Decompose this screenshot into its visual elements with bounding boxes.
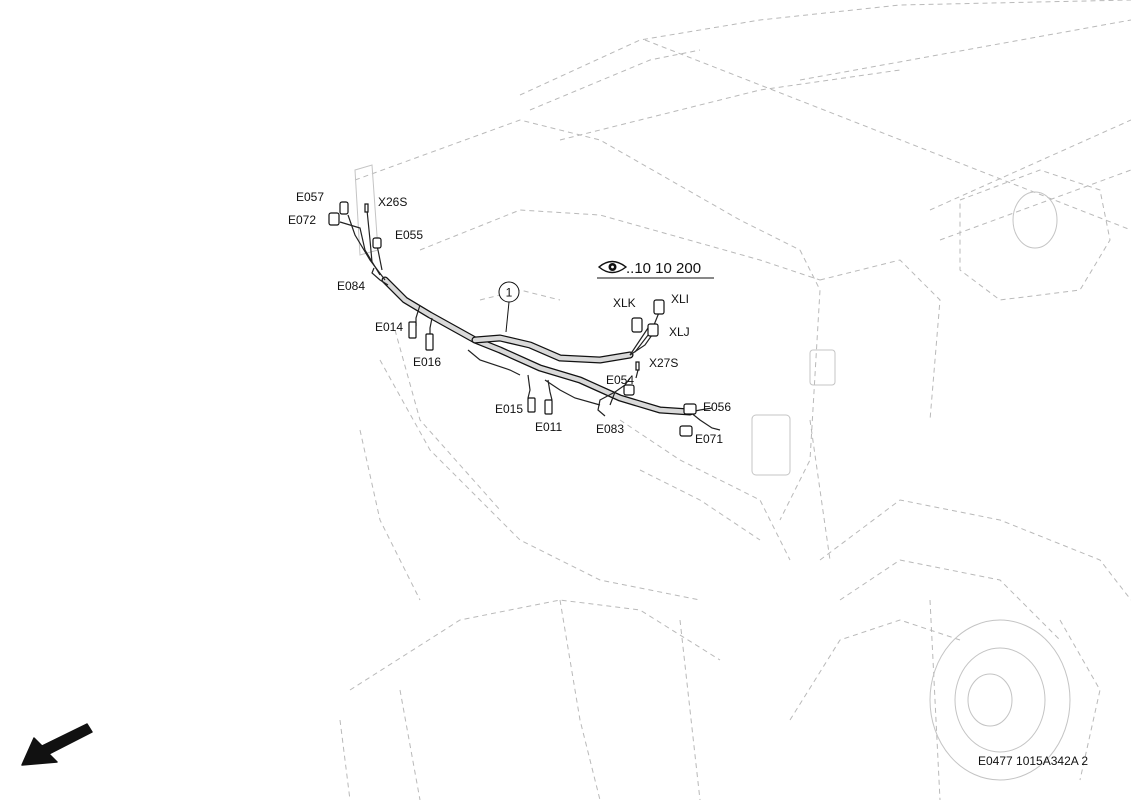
label-e071: E071 <box>695 432 723 446</box>
label-e016: E016 <box>413 355 441 369</box>
label-xlk: XLK <box>613 296 636 310</box>
label-e056: E056 <box>703 400 731 414</box>
label-e057: E057 <box>296 190 324 204</box>
label-xli: XLI <box>671 292 689 306</box>
label-e072: E072 <box>288 213 316 227</box>
label-e015: E015 <box>495 402 523 416</box>
connector-blocks <box>328 201 697 437</box>
view-reference: ..10 10 200 <box>597 260 714 279</box>
direction-arrow-icon <box>21 723 93 766</box>
label-x26s: X26S <box>378 195 407 209</box>
callout-1: 1 <box>498 281 520 333</box>
label-x27s: X27S <box>649 356 678 370</box>
drawing-code: E0477 1015A342A 2 <box>978 754 1088 768</box>
label-xlj: XLJ <box>669 325 690 339</box>
eye-icon <box>597 260 628 274</box>
label-e014: E014 <box>375 320 403 334</box>
label-e054: E054 <box>606 373 634 387</box>
connector-labels: E057 E072 X26S E055 E084 E014 E016 XLK X… <box>288 190 731 446</box>
label-e055: E055 <box>395 228 423 242</box>
label-e084: E084 <box>337 279 365 293</box>
callout-number: 1 <box>506 286 513 300</box>
label-e083: E083 <box>596 422 624 436</box>
reference-code: ..10 10 200 <box>626 260 701 277</box>
label-e011: E011 <box>535 420 562 434</box>
wheel-outline <box>354 164 1071 781</box>
machine-outline <box>339 0 1131 800</box>
